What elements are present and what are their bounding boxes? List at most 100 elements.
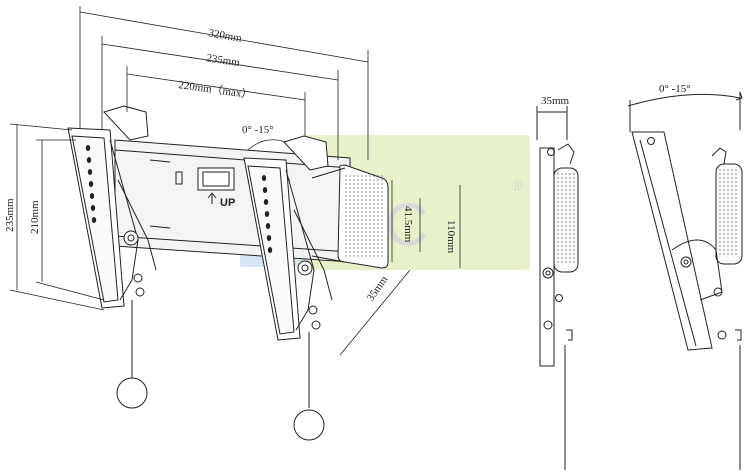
texture-dot bbox=[565, 189, 567, 191]
texture-dot bbox=[353, 175, 355, 177]
texture-dot bbox=[723, 229, 725, 231]
texture-dot bbox=[345, 175, 347, 177]
texture-dot bbox=[727, 177, 729, 179]
texture-dot bbox=[377, 211, 379, 213]
texture-dot bbox=[565, 221, 567, 223]
texture-dot bbox=[369, 199, 371, 201]
texture-dot bbox=[569, 189, 571, 191]
texture-dot bbox=[377, 195, 379, 197]
texture-dot bbox=[361, 251, 363, 253]
texture-dot bbox=[735, 181, 737, 183]
texture-dot bbox=[731, 225, 733, 227]
texture-dot bbox=[369, 187, 371, 189]
texture-dot bbox=[719, 253, 721, 255]
texture-dot bbox=[357, 231, 359, 233]
texture-dot bbox=[365, 179, 367, 181]
texture-dot bbox=[357, 179, 359, 181]
texture-dot bbox=[731, 237, 733, 239]
texture-dot bbox=[561, 229, 563, 231]
texture-dot bbox=[719, 197, 721, 199]
texture-dot bbox=[557, 205, 559, 207]
texture-dot bbox=[557, 241, 559, 243]
texture-dot bbox=[573, 249, 575, 251]
texture-dot bbox=[373, 215, 375, 217]
texture-dot bbox=[361, 219, 363, 221]
texture-dot bbox=[349, 247, 351, 249]
texture-dot bbox=[573, 225, 575, 227]
texture-dot bbox=[381, 207, 383, 209]
texture-dot bbox=[561, 237, 563, 239]
texture-dot bbox=[735, 253, 737, 255]
texture-dot bbox=[365, 191, 367, 193]
texture-dot bbox=[573, 257, 575, 259]
texture-dot bbox=[719, 237, 721, 239]
dim-110mm: 110mm bbox=[445, 220, 457, 254]
texture-dot bbox=[731, 221, 733, 223]
right-bracket bbox=[243, 135, 333, 441]
texture-dot bbox=[353, 227, 355, 229]
texture-dot bbox=[565, 225, 567, 227]
texture-dot bbox=[723, 201, 725, 203]
texture-dot bbox=[361, 227, 363, 229]
texture-dot bbox=[561, 221, 563, 223]
texture-dot bbox=[735, 185, 737, 187]
texture-dot bbox=[557, 249, 559, 251]
watermark-trademark: ® bbox=[512, 177, 523, 193]
texture-dot bbox=[561, 253, 563, 255]
texture-dot bbox=[373, 175, 375, 177]
texture-dot bbox=[353, 231, 355, 233]
texture-dot bbox=[349, 195, 351, 197]
texture-dot bbox=[357, 227, 359, 229]
texture-dot bbox=[345, 179, 347, 181]
texture-dot bbox=[369, 223, 371, 225]
texture-dot bbox=[573, 233, 575, 235]
texture-dot bbox=[723, 221, 725, 223]
texture-dot bbox=[565, 185, 567, 187]
texture-dot bbox=[561, 245, 563, 247]
texture-dot bbox=[727, 169, 729, 171]
texture-dot bbox=[565, 253, 567, 255]
texture-dot bbox=[377, 247, 379, 249]
texture-dot bbox=[561, 197, 563, 199]
texture-dot bbox=[727, 253, 729, 255]
dim-41-5mm: 41.5mm bbox=[402, 206, 414, 243]
texture-dot bbox=[569, 237, 571, 239]
texture-dot bbox=[731, 201, 733, 203]
texture-dot bbox=[369, 195, 371, 197]
texture-dot bbox=[373, 223, 375, 225]
texture-dot bbox=[557, 173, 559, 175]
texture-dot bbox=[365, 215, 367, 217]
texture-dot bbox=[365, 223, 367, 225]
texture-dot bbox=[719, 241, 721, 243]
texture-dot bbox=[557, 197, 559, 199]
texture-dot bbox=[719, 177, 721, 179]
texture-dot bbox=[369, 255, 371, 257]
texture-dot bbox=[377, 215, 379, 217]
front-view bbox=[67, 105, 389, 441]
texture-dot bbox=[353, 255, 355, 257]
texture-dot bbox=[365, 235, 367, 237]
texture-dot bbox=[349, 219, 351, 221]
texture-dot bbox=[573, 213, 575, 215]
texture-dot bbox=[565, 233, 567, 235]
texture-dot bbox=[357, 195, 359, 197]
texture-dot bbox=[569, 217, 571, 219]
texture-dot bbox=[369, 175, 371, 177]
texture-dot bbox=[731, 205, 733, 207]
texture-dot bbox=[349, 231, 351, 233]
texture-dot bbox=[735, 229, 737, 231]
texture-dot bbox=[373, 247, 375, 249]
texture-dot bbox=[727, 245, 729, 247]
texture-dot bbox=[723, 241, 725, 243]
texture-dot bbox=[735, 197, 737, 199]
texture-dot bbox=[377, 203, 379, 205]
texture-dot bbox=[565, 181, 567, 183]
texture-dot bbox=[373, 195, 375, 197]
texture-dot bbox=[377, 255, 379, 257]
texture-dot bbox=[735, 225, 737, 227]
texture-dot bbox=[373, 235, 375, 237]
texture-dot bbox=[353, 251, 355, 253]
texture-dot bbox=[381, 179, 383, 181]
texture-dot bbox=[569, 233, 571, 235]
